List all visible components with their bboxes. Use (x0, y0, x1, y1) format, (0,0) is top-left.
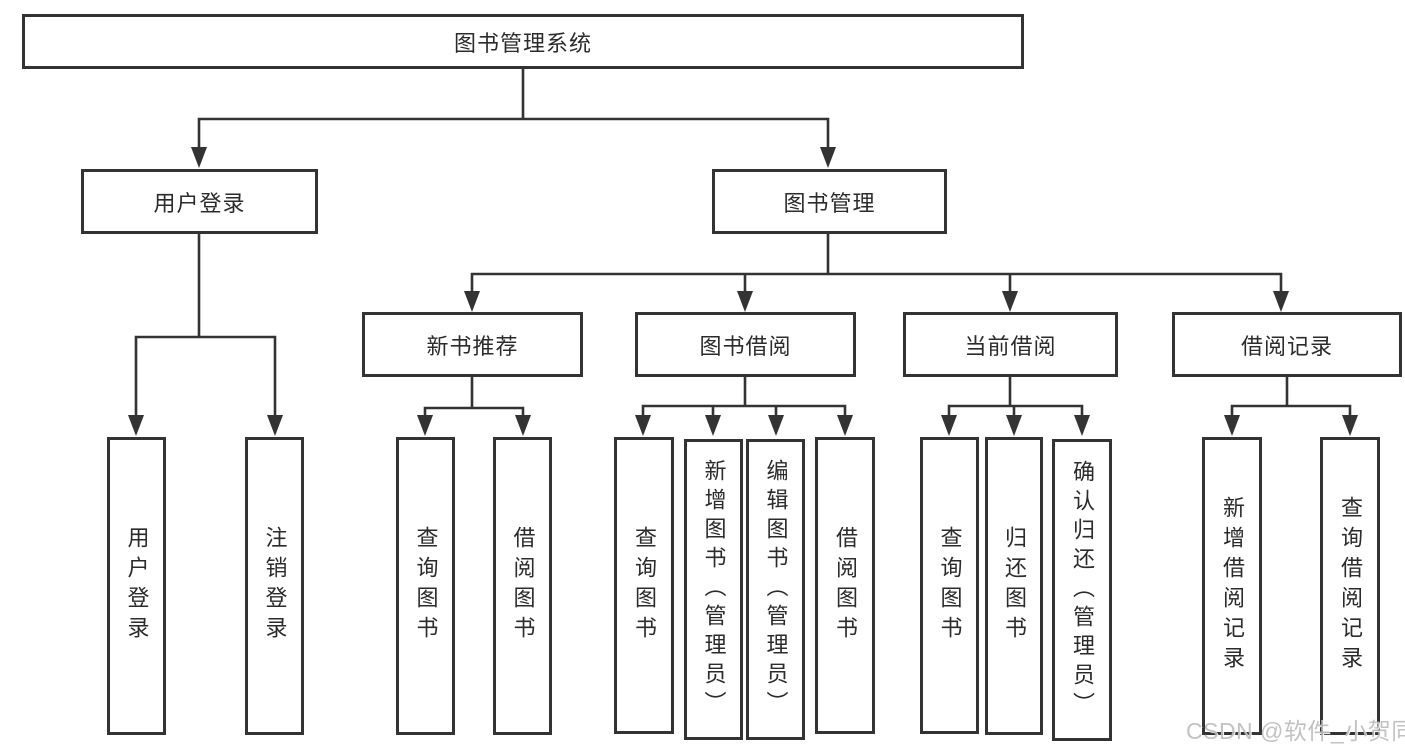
connector-user-login-children (128, 231, 283, 436)
csdn-watermark: CSDN @软件_小贺同学 (1186, 718, 1405, 744)
node-add-books-admin: 新增图书（管理员） (684, 439, 743, 740)
connector-new-book-children (417, 375, 531, 436)
node-return-books: 归还图书 (985, 437, 1043, 735)
node-query-books-current: 查询图书 (920, 437, 979, 734)
node-borrow-books-recommend: 借阅图书 (493, 437, 552, 735)
node-query-books-recommend: 查询图书 (396, 437, 455, 735)
node-edit-books-admin: 编辑图书（管理员） (746, 439, 805, 740)
node-book-borrowing: 图书借阅 (635, 312, 856, 377)
connector-book-borrowing-children (635, 375, 853, 436)
node-library-management-system: 图书管理系统 (22, 14, 1024, 69)
node-borrowing-records: 借阅记录 (1172, 312, 1402, 377)
connector-current-borrowing-children (941, 375, 1090, 436)
node-add-borrow-record: 新增借阅记录 (1202, 437, 1262, 735)
node-logout: 注销登录 (245, 437, 304, 735)
node-book-management: 图书管理 (712, 169, 947, 234)
node-confirm-return-admin: 确认归还（管理员） (1052, 439, 1112, 741)
node-current-borrowing: 当前借阅 (903, 312, 1118, 377)
node-user-login: 用户登录 (81, 169, 318, 234)
node-query-borrow-record: 查询借阅记录 (1320, 437, 1380, 735)
node-query-books-borrowing: 查询图书 (614, 437, 674, 734)
connector-book-management-children (464, 231, 1289, 312)
connector-root-to-level2 (191, 66, 836, 168)
connector-borrowing-records-children (1224, 375, 1358, 436)
node-user-login-leaf: 用户登录 (107, 437, 166, 735)
node-borrow-books-borrowing: 借阅图书 (815, 437, 875, 734)
node-new-book-recommend: 新书推荐 (362, 312, 583, 377)
